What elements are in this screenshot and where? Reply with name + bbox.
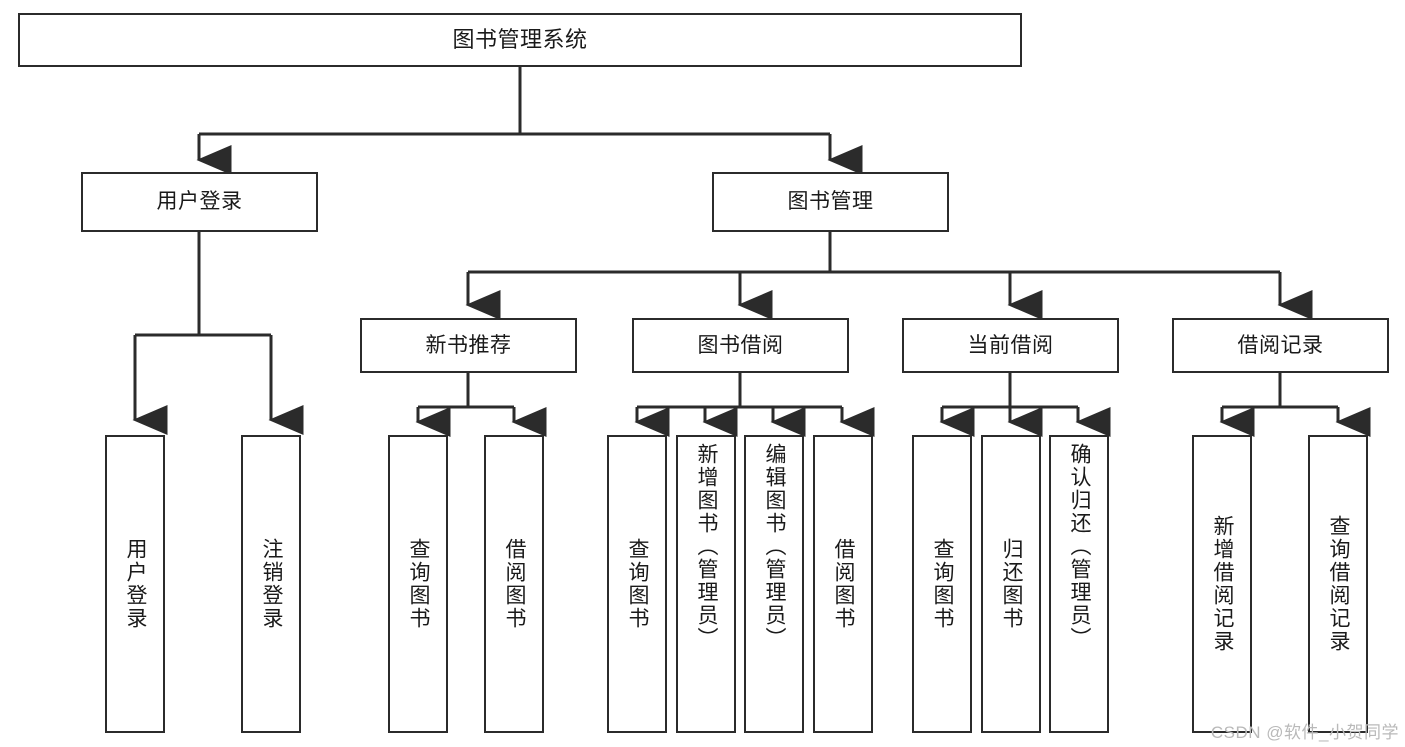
leaf-query-books-current[interactable]: 查询图书	[912, 435, 972, 733]
leaf-return-books[interactable]: 归还图书	[981, 435, 1041, 733]
leaf-edit-book-admin-label: 编辑图书（管理员）	[763, 443, 787, 650]
leaf-edit-book-admin[interactable]: 编辑图书（管理员）	[744, 435, 804, 733]
node-root[interactable]: 图书管理系统	[18, 13, 1022, 67]
watermark: CSDN @软件_小贺同学	[1210, 723, 1399, 742]
leaf-query-books-borrow[interactable]: 查询图书	[607, 435, 667, 733]
node-borrow-record-label: 借阅记录	[1237, 333, 1324, 357]
leaf-confirm-return-admin-label: 确认归还（管理员）	[1068, 443, 1092, 650]
leaf-return-books-label: 归还图书	[1000, 538, 1024, 630]
node-book-management-label: 图书管理	[787, 190, 874, 214]
leaf-logout-label: 注销登录	[260, 538, 284, 630]
node-book-management[interactable]: 图书管理	[712, 172, 949, 232]
leaf-borrow-books-newbook[interactable]: 借阅图书	[484, 435, 544, 733]
leaf-add-borrow-record[interactable]: 新增借阅记录	[1192, 435, 1252, 733]
leaf-confirm-return-admin[interactable]: 确认归还（管理员）	[1049, 435, 1109, 733]
leaf-user-login-label: 用户登录	[124, 538, 148, 630]
node-book-borrow[interactable]: 图书借阅	[632, 318, 849, 373]
leaf-logout[interactable]: 注销登录	[241, 435, 301, 733]
node-new-book-recommend-label: 新书推荐	[425, 333, 512, 357]
node-root-label: 图书管理系统	[452, 26, 588, 52]
leaf-query-borrow-record-label: 查询借阅记录	[1327, 515, 1351, 653]
leaf-borrow-books-borrow[interactable]: 借阅图书	[813, 435, 873, 733]
node-borrow-record[interactable]: 借阅记录	[1172, 318, 1389, 373]
node-current-borrow-label: 当前借阅	[967, 333, 1054, 357]
leaf-query-books-borrow-label: 查询图书	[626, 538, 650, 630]
leaf-add-book-admin-label: 新增图书（管理员）	[695, 443, 719, 650]
leaf-query-books-current-label: 查询图书	[931, 538, 955, 630]
leaf-query-books-newbook[interactable]: 查询图书	[388, 435, 448, 733]
node-user-login-label: 用户登录	[156, 190, 243, 214]
node-current-borrow[interactable]: 当前借阅	[902, 318, 1119, 373]
leaf-borrow-books-newbook-label: 借阅图书	[503, 538, 527, 630]
leaf-query-borrow-record[interactable]: 查询借阅记录	[1308, 435, 1368, 733]
leaf-query-books-newbook-label: 查询图书	[407, 538, 431, 630]
node-book-borrow-label: 图书借阅	[697, 333, 784, 357]
leaf-add-book-admin[interactable]: 新增图书（管理员）	[676, 435, 736, 733]
leaf-user-login[interactable]: 用户登录	[105, 435, 165, 733]
leaf-add-borrow-record-label: 新增借阅记录	[1211, 515, 1235, 653]
node-user-login[interactable]: 用户登录	[81, 172, 318, 232]
leaf-borrow-books-borrow-label: 借阅图书	[832, 538, 856, 630]
node-new-book-recommend[interactable]: 新书推荐	[360, 318, 577, 373]
